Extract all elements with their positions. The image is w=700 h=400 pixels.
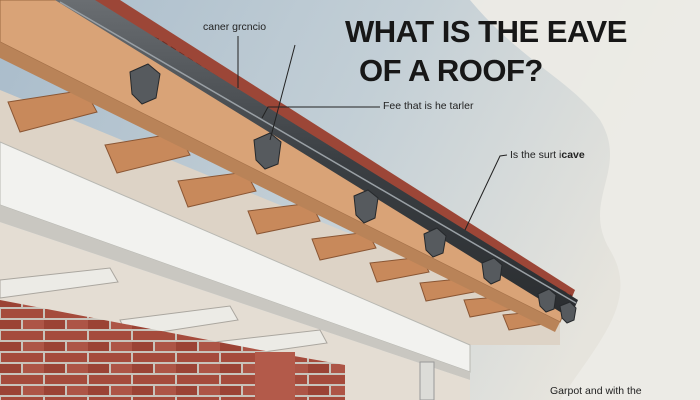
gutter bbox=[55, 0, 578, 318]
leader-line-2 bbox=[269, 44, 296, 141]
gutter-bracket bbox=[423, 227, 447, 258]
label-right-bold: cave bbox=[561, 149, 585, 161]
gutter-bracket bbox=[537, 288, 557, 313]
label-middle: Fee that is he tarler bbox=[383, 100, 474, 112]
gutter-highlight bbox=[59, 1, 577, 304]
label-bottom: Garpot and with the bbox=[550, 385, 642, 397]
title-line-2: OF A ROOF? bbox=[359, 53, 543, 88]
rafter-tail bbox=[311, 231, 377, 261]
leader-line-4 bbox=[464, 154, 508, 231]
rafter-tail bbox=[177, 171, 257, 208]
gutter-bracket bbox=[559, 301, 577, 324]
rafter-tail bbox=[369, 256, 430, 283]
frieze-trim-shadow bbox=[0, 205, 470, 380]
gutter-bracket bbox=[353, 189, 379, 224]
label-right: Is the surt icave bbox=[510, 149, 585, 161]
gutter-brackets bbox=[129, 63, 577, 324]
porch-beam bbox=[0, 267, 119, 299]
leader-line-3 bbox=[261, 106, 380, 119]
label-top-left: caner grcncio bbox=[203, 21, 267, 33]
page-title: WHAT IS THE EAVE OF A ROOF? bbox=[345, 12, 627, 90]
downspout bbox=[419, 361, 435, 400]
gutter-bracket bbox=[481, 257, 503, 285]
rafter-tail bbox=[104, 132, 191, 174]
title-line-1: WHAT IS THE EAVE bbox=[345, 14, 627, 49]
haze-cloud bbox=[470, 0, 700, 400]
wall-column bbox=[255, 352, 295, 400]
leader-lines bbox=[237, 36, 508, 231]
fascia-shadow bbox=[0, 42, 560, 332]
gutter-bracket bbox=[129, 63, 161, 105]
rafter-tail bbox=[7, 89, 98, 133]
rafter-tail bbox=[247, 202, 321, 235]
gutter-bracket bbox=[253, 132, 282, 170]
label-right-prefix: Is the surt i bbox=[510, 149, 562, 161]
